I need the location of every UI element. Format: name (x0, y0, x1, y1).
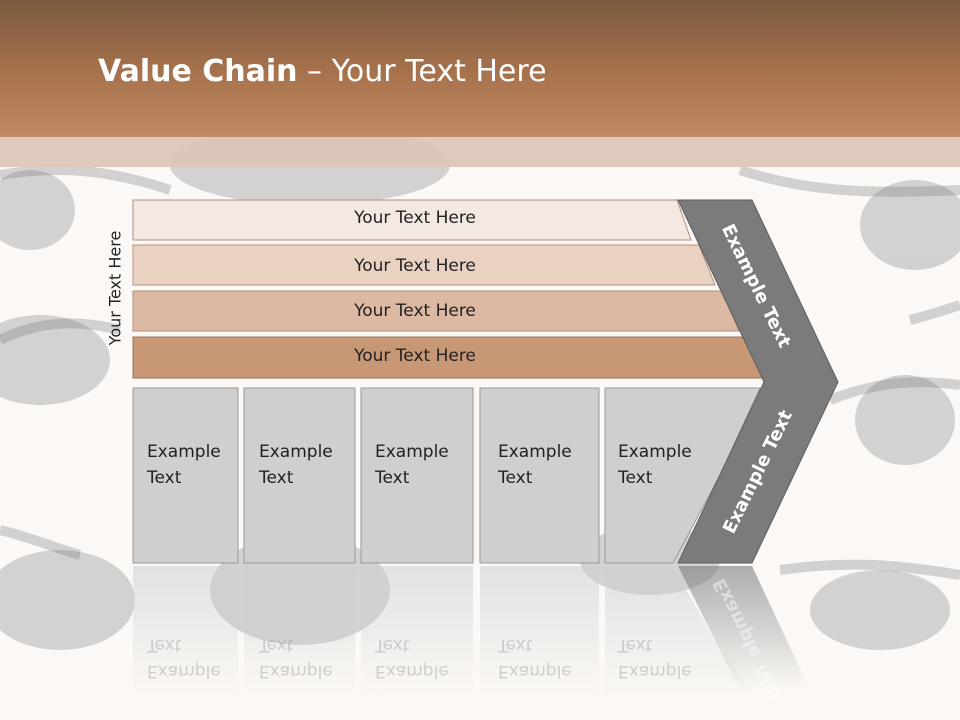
box-4-label[interactable]: Example Text (498, 439, 572, 491)
box-3-line2: Text (375, 468, 410, 488)
box-3-shape[interactable] (360, 387, 474, 564)
title-underband (0, 137, 960, 167)
box-5-line2: Text (618, 468, 653, 488)
title-bold: Value Chain (98, 54, 298, 89)
row-3-label[interactable]: Your Text Here (354, 301, 476, 321)
box-2-line2: Text (259, 468, 294, 488)
side-label[interactable]: Your Text Here (105, 230, 125, 346)
box-5-line1: Example (618, 442, 692, 462)
title-bar (0, 0, 960, 137)
box-2-shape[interactable] (243, 387, 356, 564)
box-1-line2: Text (147, 468, 182, 488)
row-1-shape[interactable] (132, 199, 692, 241)
slide-title[interactable]: Value Chain – Your Text Here (98, 54, 547, 89)
box-4-shape[interactable] (479, 387, 600, 564)
box-1-shape[interactable] (132, 387, 239, 564)
box-2-line1: Example (259, 442, 333, 462)
row-4-label[interactable]: Your Text Here (354, 346, 476, 366)
row-2-label[interactable]: Your Text Here (354, 256, 476, 276)
title-rest: – Your Text Here (297, 54, 547, 89)
row-2-shape[interactable] (132, 244, 716, 286)
box-4-line1: Example (498, 442, 572, 462)
box-4-line2: Text (498, 468, 533, 488)
row-3-shape[interactable] (132, 290, 740, 332)
box-5-label[interactable]: Example Text (618, 439, 692, 491)
reflection (133, 566, 810, 700)
box-5-shape[interactable] (604, 387, 761, 564)
box-3-label[interactable]: Example Text (375, 439, 449, 491)
box-3-line1: Example (375, 442, 449, 462)
box-2-label[interactable]: Example Text (259, 439, 333, 491)
box-1-line1: Example (147, 442, 221, 462)
chevron-arrow[interactable] (677, 199, 839, 564)
box-1-label[interactable]: Example Text (147, 439, 221, 491)
row-1-label[interactable]: Your Text Here (354, 208, 476, 228)
